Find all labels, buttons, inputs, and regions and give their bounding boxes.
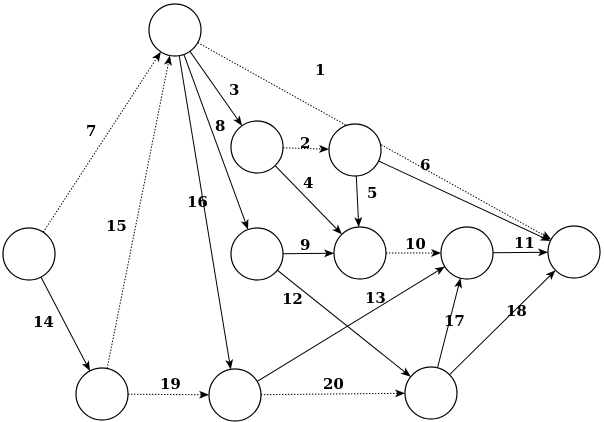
edge-12-arrow <box>276 269 411 377</box>
node-a <box>148 3 202 57</box>
edge-8-arrow <box>183 54 249 230</box>
edge-16-arrow <box>178 55 234 370</box>
edge-label-12: 12 <box>282 290 303 308</box>
edge-4-arrow <box>274 165 342 235</box>
node-k <box>208 368 262 422</box>
edge-label-19: 19 <box>160 375 181 393</box>
edge-3-arrow <box>189 51 243 126</box>
edge-label-16: 16 <box>187 193 208 211</box>
edge-15-arrow <box>106 55 172 369</box>
node-e <box>333 226 387 280</box>
edge-label-10: 10 <box>405 235 426 253</box>
edge-20-arrow <box>260 389 405 398</box>
edge-label-17: 17 <box>444 312 465 330</box>
nodes <box>2 3 601 422</box>
edge-19-arrow <box>127 390 209 399</box>
edge-label-2: 2 <box>300 134 310 152</box>
edge-label-4: 4 <box>303 174 313 192</box>
edge-13-arrow <box>256 266 445 382</box>
edge-label-13: 13 <box>365 289 386 307</box>
edge-6-arrow <box>378 160 551 242</box>
edge-label-3: 3 <box>229 81 239 99</box>
node-f <box>440 226 494 280</box>
edge-label-9: 9 <box>300 236 310 254</box>
edge-label-20: 20 <box>323 375 344 393</box>
edge-17-arrow <box>437 278 462 368</box>
edges <box>40 42 556 399</box>
edge-11-arrow <box>492 248 548 257</box>
edge-label-7: 7 <box>86 122 96 140</box>
edge-label-5: 5 <box>367 184 377 202</box>
node-b <box>230 120 284 174</box>
node-i <box>547 225 601 279</box>
node-c <box>328 123 382 177</box>
edge-label-18: 18 <box>506 302 527 320</box>
edge-14-arrow <box>40 276 90 371</box>
edge-18-arrow <box>449 270 556 376</box>
node-g <box>2 227 56 281</box>
edge-label-14: 14 <box>33 313 54 331</box>
edge-label-11: 11 <box>514 234 535 252</box>
edge-5-arrow <box>354 175 363 227</box>
node-l <box>404 366 458 420</box>
edge-label-8: 8 <box>215 117 225 135</box>
node-j <box>75 367 129 421</box>
node-d <box>230 227 284 281</box>
edge-7-arrow <box>42 51 161 233</box>
edge-label-15: 15 <box>106 217 127 235</box>
edge-label-1: 1 <box>315 61 325 79</box>
edge-label-6: 6 <box>420 156 430 174</box>
